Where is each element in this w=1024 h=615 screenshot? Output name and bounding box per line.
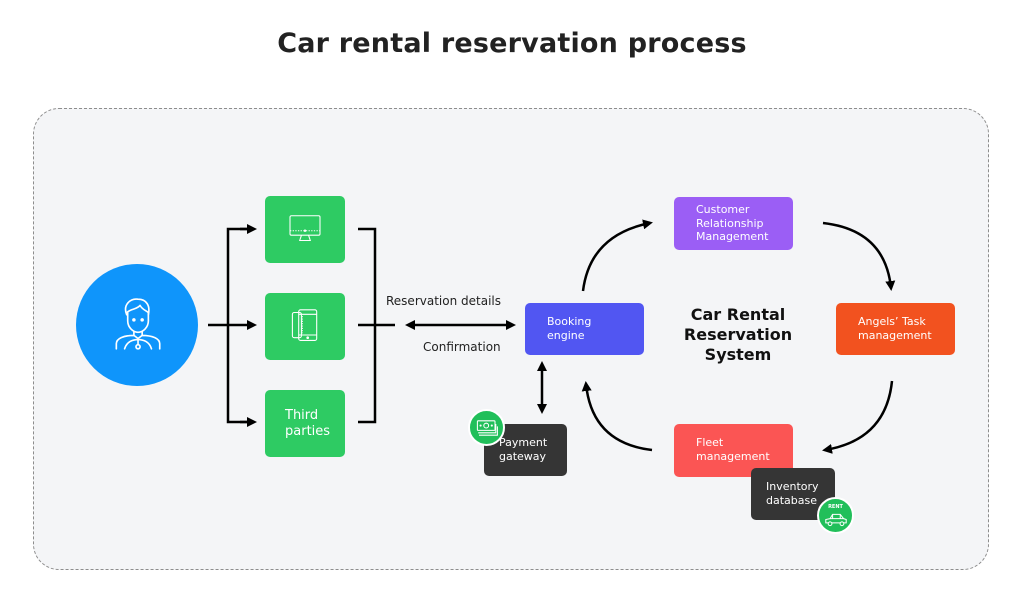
booking-engine-node[interactable]: Booking engine	[525, 303, 644, 355]
fleet-management-label: Fleet management	[696, 436, 770, 463]
cash-icon	[476, 420, 498, 436]
arc-fleet-to-booking	[581, 381, 653, 452]
rent-badge-text: RENT	[828, 504, 843, 510]
arc-crm-to-angels	[822, 221, 896, 291]
angels-task-label: Angels’ Task management	[858, 315, 932, 342]
page-title: Car rental reservation process	[277, 28, 747, 59]
channel-mobile[interactable]	[265, 293, 345, 360]
mobile-tablet-icon	[291, 309, 318, 341]
channel-desktop[interactable]	[265, 196, 345, 263]
inventory-database-label: Inventory database	[766, 480, 819, 507]
customer-driver-icon	[115, 298, 161, 350]
rent-badge: RENT	[817, 497, 854, 534]
crm-node[interactable]: Customer Relationship Management	[674, 197, 793, 250]
payment-badge	[468, 409, 505, 446]
booking-engine-label: Booking engine	[547, 315, 592, 342]
reservation-details-label: Reservation details	[386, 294, 501, 308]
system-title: Car Rental Reservation System	[683, 305, 793, 364]
confirmation-label: Confirmation	[423, 340, 501, 354]
arc-booking-to-crm	[581, 219, 653, 292]
rent-car-icon	[825, 513, 847, 527]
arc-angels-to-fleet	[822, 380, 894, 454]
payment-gateway-label: Payment gateway	[499, 436, 548, 463]
channel-third-parties-label: Third parties	[285, 408, 331, 439]
channel-third-parties[interactable]: Third parties	[265, 390, 345, 457]
customer-node	[76, 264, 198, 386]
angels-task-node[interactable]: Angels’ Task management	[836, 303, 955, 355]
desktop-monitor-icon	[289, 215, 321, 241]
crm-label: Customer Relationship Management	[696, 203, 769, 243]
